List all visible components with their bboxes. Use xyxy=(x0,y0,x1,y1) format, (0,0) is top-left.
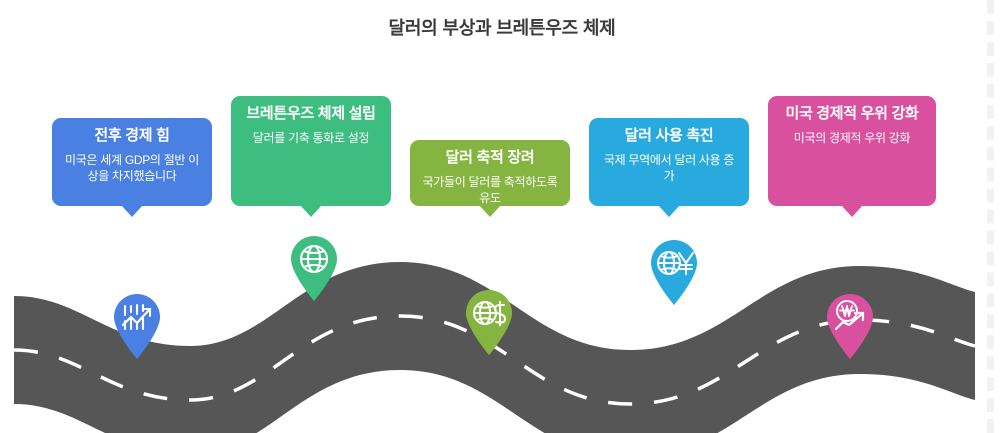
globe-yen-icon xyxy=(657,251,694,275)
step-card-1-description: 미국은 세계 GDP의 절반 이상을 차지했습니다 xyxy=(65,152,199,183)
step-card-2-tail xyxy=(300,205,322,217)
map-pin-2[interactable] xyxy=(288,234,340,302)
step-card-3[interactable]: 달러 축적 장려 국가들이 달러를 축적하도록 유도 xyxy=(410,140,570,217)
page-title: 달러의 부상과 브레튼우즈 체제 xyxy=(388,18,616,38)
globe-dollar-icon xyxy=(473,301,507,326)
step-card-3-tail xyxy=(479,205,501,217)
step-card-1-tail xyxy=(121,205,143,217)
step-card-3-title: 달러 축적 장려 xyxy=(445,149,535,166)
step-card-5[interactable]: 미국 경제적 우위 강화 미국의 경제적 우위 강화 xyxy=(768,96,936,217)
map-pin-3[interactable] xyxy=(463,288,515,356)
step-card-5-description: 미국의 경제적 우위 강화 xyxy=(793,130,911,145)
step-card-4-title: 달러 사용 촉진 xyxy=(624,127,714,144)
page-edge-marker xyxy=(987,0,994,433)
step-card-4-description: 국제 무역에서 달러 사용 증가 xyxy=(603,152,735,183)
chart-growth-icon xyxy=(121,303,152,331)
step-card-1[interactable]: 전후 경제 힘 미국은 세계 GDP의 절반 이상을 차지했습니다 xyxy=(52,118,212,217)
won-growth-icon xyxy=(834,300,865,331)
step-card-2[interactable]: 브레튼우즈 체제 설립 달러를 기축 통화로 설정 xyxy=(231,96,391,217)
step-card-4-tail xyxy=(658,205,680,217)
step-card-3-description: 국가들이 달러를 축적하도록 유도 xyxy=(422,174,558,205)
step-card-2-title: 브레튼우즈 체제 설립 xyxy=(246,105,376,122)
step-card-4[interactable]: 달러 사용 촉진 국제 무역에서 달러 사용 증가 xyxy=(589,118,749,217)
step-card-2-description: 달러를 기축 통화로 설정 xyxy=(252,130,370,145)
map-pin-1[interactable] xyxy=(111,292,163,360)
globe-icon xyxy=(299,244,329,274)
map-pin-5[interactable] xyxy=(824,292,876,360)
map-pin-4[interactable] xyxy=(648,238,700,306)
pin-shape xyxy=(827,294,873,359)
step-card-1-title: 전후 경제 힘 xyxy=(94,127,170,144)
step-card-5-title: 미국 경제적 우위 강화 xyxy=(785,105,919,122)
step-card-5-tail xyxy=(841,205,863,217)
